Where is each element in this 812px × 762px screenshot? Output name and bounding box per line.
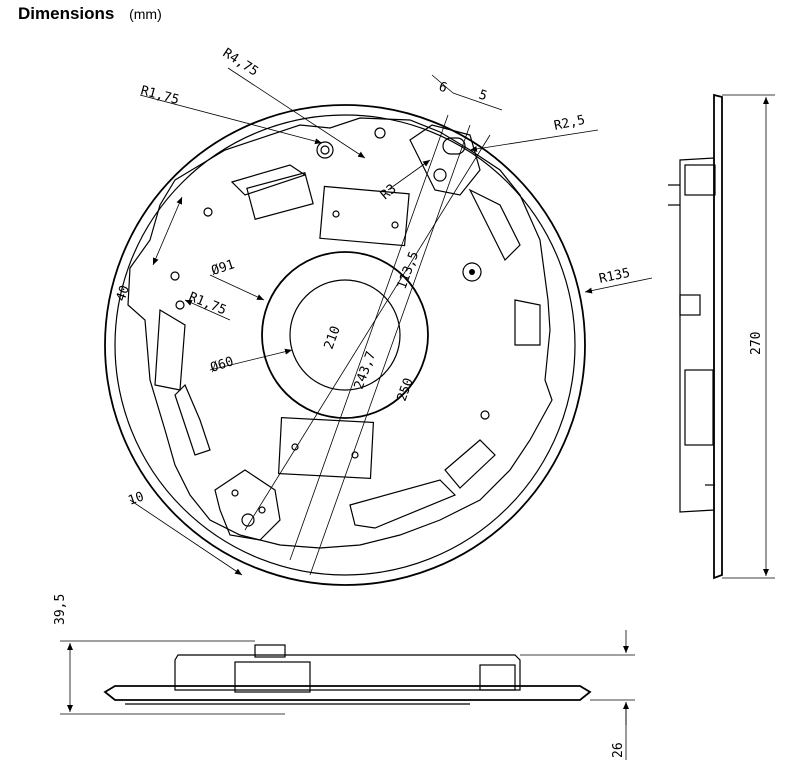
front-view: R4,75 R1,75 6 5 R2,5 R3 R135 113,5 Ø91 R…	[104, 46, 653, 586]
dim-10-line	[129, 499, 243, 576]
ring-d91	[261, 251, 429, 419]
hole-top	[316, 141, 334, 159]
dim-40: 40	[114, 284, 133, 304]
dim-250: 250	[395, 376, 417, 403]
dim-210: 210	[322, 324, 344, 351]
plate-body	[127, 117, 553, 549]
leader-r1-75-left	[184, 299, 231, 321]
slot-left	[154, 308, 186, 391]
slot-left-low	[174, 383, 211, 456]
bottom-plate	[103, 685, 592, 701]
leader-d60	[209, 348, 293, 371]
slot-bottom	[349, 479, 457, 529]
side-view: 270	[668, 93, 775, 580]
bottom-body	[174, 654, 521, 691]
side-body	[679, 157, 715, 513]
slot-right	[468, 188, 521, 262]
pad-top	[319, 185, 410, 247]
leader-r1-75-top	[139, 94, 323, 145]
leader-r2-5	[469, 129, 599, 152]
dim-r4-75: R4,75	[220, 46, 261, 80]
hole-right	[462, 262, 482, 282]
dim-phi60: Ø60	[209, 354, 236, 376]
dim-phi91: Ø91	[210, 257, 237, 279]
outer-rim	[104, 104, 586, 586]
slot-top-box	[246, 172, 314, 220]
dim-r1-75-left: R1,75	[187, 290, 229, 319]
diagram-title: Dimensions	[18, 4, 115, 23]
slot-bottom-right	[444, 439, 496, 489]
clip-bottom	[214, 469, 281, 541]
dim-r3: R3	[378, 182, 400, 204]
diag-line-1	[289, 114, 449, 561]
dim-26: 26	[611, 742, 626, 758]
leader-r4-75	[227, 67, 366, 159]
inner-rim	[114, 114, 576, 576]
dim-r2-5: R2,5	[553, 113, 587, 134]
slot-top-left	[230, 164, 307, 196]
dim-39-5: 39,5	[53, 594, 68, 625]
dim-r1-75-top: R1,75	[139, 83, 181, 108]
header: Dimensions (mm)	[18, 4, 162, 24]
unit-label: (mm)	[129, 6, 162, 22]
dim-5: 5	[477, 88, 489, 105]
leader-r135	[584, 277, 653, 294]
bottom-view: 39,5 26	[53, 594, 635, 760]
dim-10: 10	[126, 489, 146, 508]
pad-bottom	[277, 417, 375, 479]
slot-right-mid	[514, 299, 541, 346]
dim-270: 270	[749, 332, 764, 355]
dim-40-line	[152, 196, 183, 266]
dim-243-7: 243,7	[352, 349, 379, 391]
dim-r135: R135	[598, 266, 632, 287]
leader-r3	[387, 159, 431, 191]
diag-line-2	[309, 124, 471, 576]
leader-d91	[209, 274, 265, 301]
ring-d60	[289, 279, 401, 391]
